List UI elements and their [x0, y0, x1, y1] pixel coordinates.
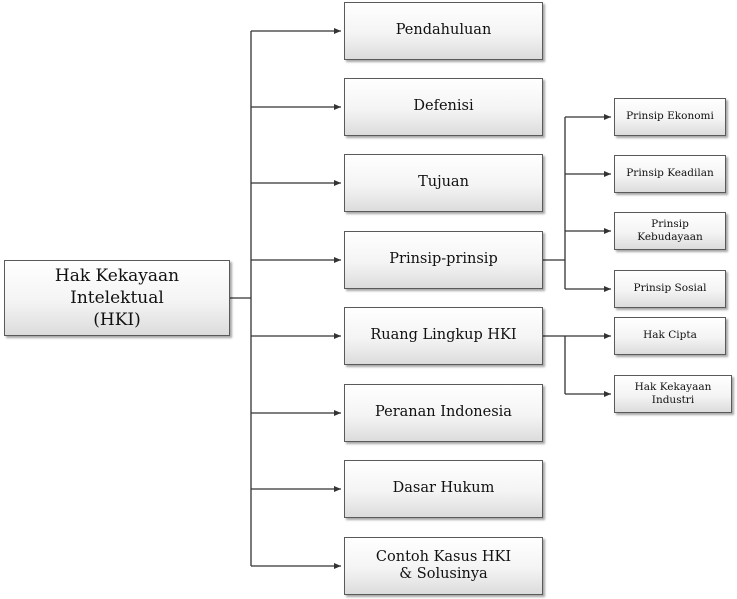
node-contoh-line-1: Contoh Kasus HKI: [375, 548, 512, 565]
node-dasar-hukum: Dasar Hukum: [344, 460, 543, 518]
node-prinsip-prinsip: Prinsip-prinsip: [344, 231, 543, 289]
node-defenisi-label: Defenisi: [413, 98, 474, 115]
node-cipta-label: Hak Cipta: [643, 329, 697, 342]
node-dasar-label: Dasar Hukum: [392, 480, 495, 497]
node-defenisi: Defenisi: [344, 78, 543, 136]
node-peranan-label: Peranan Indonesia: [375, 404, 512, 421]
node-ekonomi-label: Prinsip Ekonomi: [626, 110, 714, 123]
node-contoh-kasus: Contoh Kasus HKI & Solusinya: [344, 537, 543, 595]
node-pendahuluan: Pendahuluan: [344, 2, 543, 60]
node-tujuan-label: Tujuan: [418, 174, 469, 191]
node-ruang-lingkup: Ruang Lingkup HKI: [344, 307, 543, 365]
node-prinsip-keadilan: Prinsip Keadilan: [614, 155, 726, 193]
node-pendahuluan-label: Pendahuluan: [395, 22, 492, 39]
root-line-2: Intelektual: [70, 287, 164, 308]
root-line-3: (HKI): [93, 310, 141, 331]
node-kebudayaan-line-1: Prinsip: [651, 217, 689, 230]
node-keadilan-label: Prinsip Keadilan: [626, 167, 714, 180]
node-contoh-line-2: & Solusinya: [399, 566, 488, 582]
node-prinsip-kebudayaan: Prinsip Kebudayaan: [614, 212, 726, 250]
node-prinsip-ekonomi: Prinsip Ekonomi: [614, 98, 726, 136]
node-industri-line-1: Hak Kekayaan: [634, 380, 712, 393]
root-node-hki: Hak Kekayaan Intelektual (HKI): [4, 260, 230, 336]
node-hak-cipta: Hak Cipta: [614, 317, 726, 355]
node-sosial-label: Prinsip Sosial: [633, 282, 707, 295]
node-hak-kekayaan-industri: Hak Kekayaan Industri: [614, 375, 732, 413]
root-line-1: Hak Kekayaan: [54, 265, 180, 286]
node-peranan-indonesia: Peranan Indonesia: [344, 384, 543, 442]
node-tujuan: Tujuan: [344, 154, 543, 212]
node-industri-line-2: Industri: [651, 394, 695, 406]
node-ruang-label: Ruang Lingkup HKI: [370, 327, 517, 344]
node-kebudayaan-line-2: Kebudayaan: [637, 231, 703, 243]
node-prinsip-label: Prinsip-prinsip: [389, 251, 498, 268]
node-prinsip-sosial: Prinsip Sosial: [614, 270, 726, 308]
